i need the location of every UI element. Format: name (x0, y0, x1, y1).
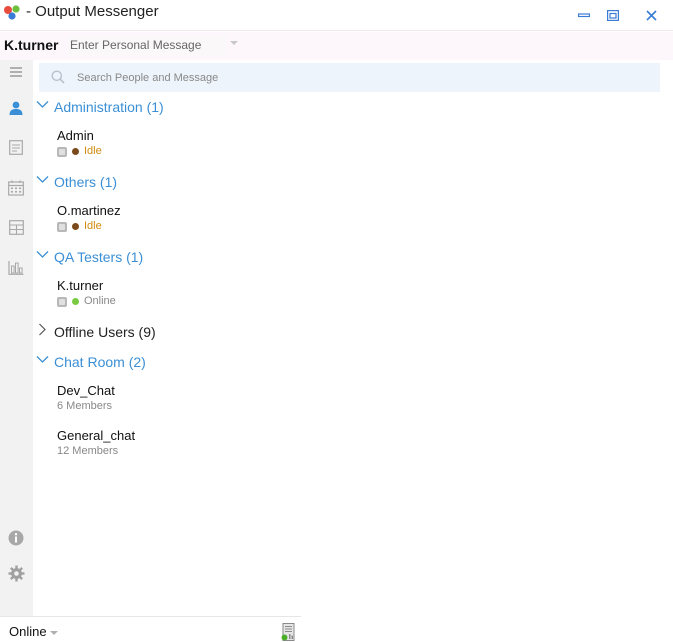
close-icon (645, 9, 657, 21)
output-messenger-logo (4, 5, 20, 20)
title-bar: - Output Messenger (0, 0, 673, 31)
rail-menu-button[interactable] (6, 62, 26, 82)
settings-icon (8, 565, 24, 581)
contact-status-text: Online (84, 295, 116, 307)
menu-icon (10, 67, 22, 77)
rail-reports-button[interactable] (6, 258, 26, 278)
search-icon (51, 70, 65, 84)
reports-icon (8, 261, 24, 275)
personal-message-dropdown-icon[interactable] (230, 41, 238, 45)
contact-status-text: Idle (84, 145, 102, 157)
chat-room-name: General_chat (57, 428, 136, 443)
maximize-button[interactable] (604, 6, 622, 24)
chat-room-item-dev-chat[interactable]: Dev_Chat 6 Members (34, 383, 634, 423)
contact-status-text: Idle (84, 220, 102, 232)
device-icon (57, 222, 67, 232)
chevron-down-icon[interactable] (50, 631, 58, 635)
idle-status-dot (72, 223, 79, 230)
idle-status-dot (72, 148, 79, 155)
server-status-icon[interactable] (281, 623, 295, 641)
chat-room-member-count: 12 Members (57, 445, 119, 457)
contact-item-admin[interactable]: Admin Idle (34, 128, 634, 168)
contact-status-row: Idle (57, 145, 257, 159)
current-username[interactable]: K.turner (4, 37, 59, 53)
search-bar (39, 63, 660, 92)
group-label: QA Testers (1) (54, 249, 144, 265)
restore-icon (607, 9, 619, 21)
left-nav-rail (0, 60, 33, 616)
chevron-down-icon (36, 356, 49, 363)
group-header-chat-room[interactable]: Chat Room (2) (34, 352, 334, 372)
personal-message-input[interactable] (68, 35, 226, 55)
board-icon (8, 219, 24, 235)
device-icon (57, 147, 67, 157)
rail-calendar-button[interactable] (6, 178, 26, 198)
minimize-icon (578, 13, 590, 18)
group-header-offline-users[interactable]: Offline Users (9) (34, 322, 334, 342)
chat-room-name: Dev_Chat (57, 383, 115, 398)
info-icon (8, 530, 24, 546)
close-button[interactable] (642, 6, 660, 24)
group-header-administration[interactable]: Administration (1) (34, 97, 334, 117)
chevron-down-icon (36, 101, 49, 108)
rail-settings-button[interactable] (6, 563, 26, 583)
notes-icon (9, 139, 23, 155)
status-bar: Online (0, 616, 301, 642)
contact-name: Admin (57, 128, 94, 143)
contact-status-row: Online (57, 295, 257, 309)
device-icon (57, 297, 67, 307)
chevron-right-icon (39, 323, 46, 336)
rail-notes-button[interactable] (6, 137, 26, 157)
profile-header: K.turner (0, 32, 673, 60)
chevron-down-icon (36, 251, 49, 258)
group-label: Others (1) (54, 174, 118, 190)
online-status-dot (72, 298, 79, 305)
chat-room-member-count: 6 Members (57, 400, 113, 412)
contact-status-row: Idle (57, 220, 257, 234)
group-label: Administration (1) (54, 99, 164, 115)
rail-board-button[interactable] (6, 217, 26, 237)
group-label: Chat Room (2) (54, 354, 146, 370)
rail-info-button[interactable] (6, 528, 26, 548)
group-header-others[interactable]: Others (1) (34, 172, 334, 192)
window-title: - Output Messenger (26, 3, 159, 20)
contact-item-omartinez[interactable]: O.martinez Idle (34, 203, 634, 243)
contacts-icon (9, 101, 23, 115)
search-input[interactable] (77, 67, 637, 88)
contact-name: O.martinez (57, 203, 121, 218)
group-header-qa-testers[interactable]: QA Testers (1) (34, 247, 334, 267)
contact-name: K.turner (57, 278, 104, 293)
minimize-button[interactable] (575, 6, 593, 24)
my-status-dropdown[interactable]: Online (9, 624, 47, 639)
group-label: Offline Users (9) (54, 324, 156, 340)
contact-item-kturner[interactable]: K.turner Online (34, 278, 634, 318)
calendar-icon (8, 180, 24, 196)
chat-room-item-general-chat[interactable]: General_chat 12 Members (34, 428, 634, 468)
chevron-down-icon (36, 176, 49, 183)
rail-contacts-button[interactable] (6, 98, 26, 118)
